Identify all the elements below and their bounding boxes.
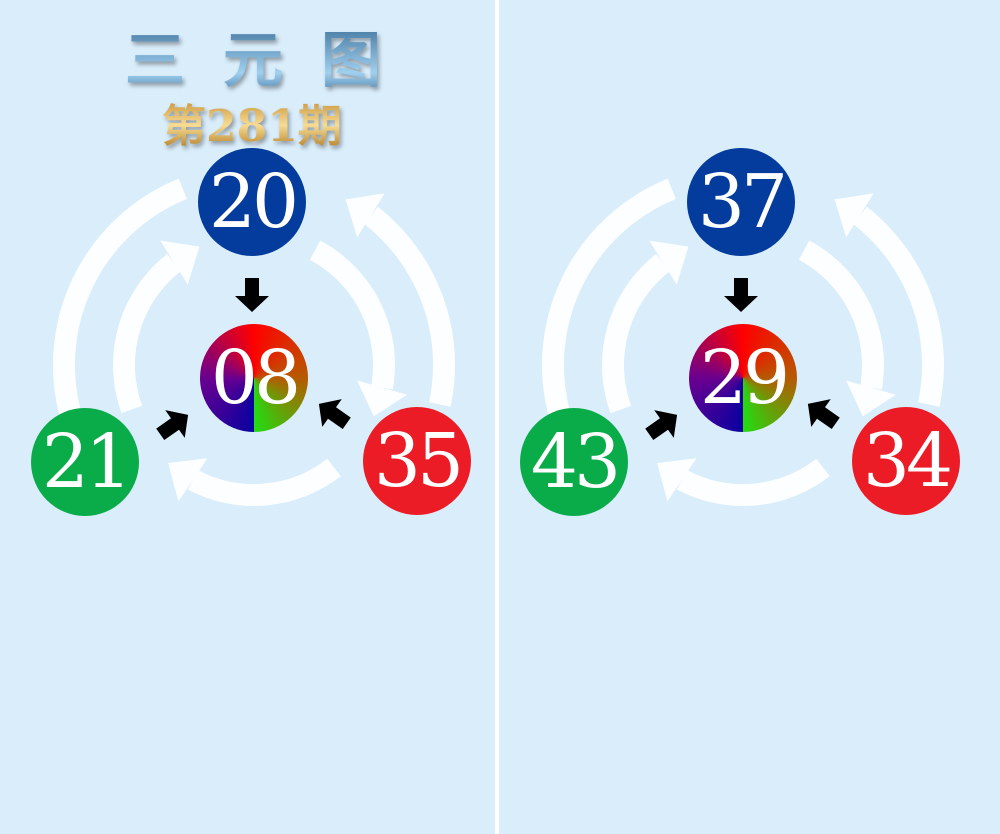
arrow-down-to-center bbox=[235, 278, 269, 312]
outer-right-arc-arrow-head bbox=[834, 193, 874, 238]
outer-left-arc-arrow bbox=[542, 178, 676, 424]
issue-number: 第281期 bbox=[162, 90, 342, 154]
inner-bottom-arc-arrow-head bbox=[657, 458, 697, 502]
arrow-left-to-center bbox=[156, 410, 189, 441]
ball-right: 35 bbox=[363, 407, 471, 515]
arrow-right-to-center bbox=[807, 399, 840, 430]
chart-title: 三元图 bbox=[125, 12, 395, 99]
inner-left-arc-arrow bbox=[602, 253, 670, 414]
title-char: 三 bbox=[125, 26, 223, 96]
inner-right-arc-arrow bbox=[798, 240, 884, 390]
ball-left: 21 bbox=[31, 408, 139, 516]
outer-right-arc-arrow bbox=[364, 206, 455, 407]
arrow-left-to-center bbox=[645, 410, 678, 441]
outer-right-arc-arrow bbox=[853, 206, 944, 407]
inner-right-arc-arrow bbox=[309, 240, 395, 390]
title-char: 图 bbox=[321, 26, 419, 96]
inner-bottom-arc-arrow bbox=[676, 458, 830, 506]
outer-right-arc-arrow-head bbox=[345, 193, 385, 238]
title-char: 元 bbox=[223, 26, 321, 96]
inner-right-arc-arrow-head bbox=[846, 380, 897, 417]
inner-bottom-arc-arrow bbox=[187, 458, 341, 506]
inner-bottom-arc-arrow-head bbox=[168, 458, 208, 502]
arrow-down-to-center bbox=[724, 278, 758, 312]
ball-right: 34 bbox=[852, 407, 960, 515]
inner-left-arc-arrow-head bbox=[649, 240, 689, 285]
panel-divider bbox=[495, 0, 499, 834]
ball-center: 29 bbox=[689, 324, 797, 432]
ball-left: 43 bbox=[520, 408, 628, 516]
ball-top: 20 bbox=[198, 148, 306, 256]
inner-left-arc-arrow bbox=[113, 253, 181, 414]
ball-center: 08 bbox=[200, 324, 308, 432]
cycle-arrows bbox=[48, 178, 455, 506]
panel-right: 37 29 43 34 bbox=[489, 0, 984, 834]
cycle-arrows bbox=[537, 178, 944, 506]
inner-right-arc-arrow-head bbox=[357, 380, 408, 417]
arrow-right-to-center bbox=[318, 399, 351, 430]
panel-left: 三元图 第281期 20 08 21 35 bbox=[0, 0, 495, 834]
outer-left-arc-arrow bbox=[53, 178, 187, 424]
inner-left-arc-arrow-head bbox=[160, 240, 200, 285]
ball-top: 37 bbox=[687, 148, 795, 256]
